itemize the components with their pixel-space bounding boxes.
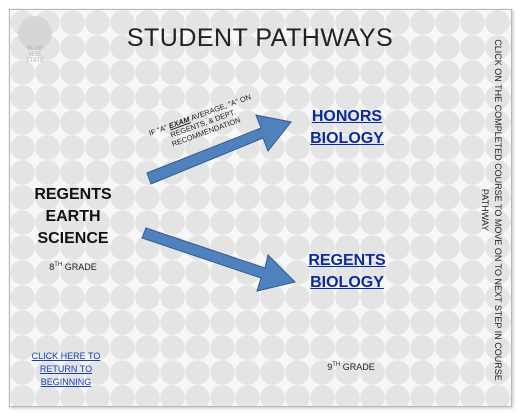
grade-8-label: 8TH GRADE	[28, 262, 118, 272]
regents-biology-link[interactable]: REGENTS BIOLOGY	[302, 250, 392, 294]
honors-biology-line-2: BIOLOGY	[310, 130, 384, 147]
regents-biology-line-1: REGENTS	[308, 252, 386, 269]
back-line-1: CLICK HERE TO	[31, 351, 101, 361]
logo-badge-text: BLUE NSE STATE	[25, 46, 45, 64]
arrow-to-honors	[146, 114, 292, 185]
back-line-2: RETURN TO	[39, 364, 93, 374]
grade-8-number: 8	[49, 262, 55, 272]
slide: BLUE NSE STATE STUDENT PATHWAYS IF "A" E…	[9, 9, 512, 407]
grade-9-label: 9TH GRADE	[306, 362, 396, 372]
grade-9-suffix: TH	[332, 362, 341, 368]
return-to-beginning-link[interactable]: CLICK HERE TO RETURN TO BEGINNING	[24, 350, 108, 389]
logo-badge: BLUE NSE STATE	[18, 16, 52, 64]
back-line-3: BEGINNING	[40, 377, 92, 387]
side-instruction: CLICK ON THE COMPLETED COURSE TO MOVE ON…	[480, 39, 503, 381]
regents-earth-science: REGENTS EARTH SCIENCE	[28, 184, 118, 250]
grade-8-suffix: TH	[54, 262, 63, 268]
honors-biology-line-1: HONORS	[311, 108, 383, 125]
start-line-2: EARTH	[45, 208, 101, 225]
grade-8-word: GRADE	[62, 262, 97, 272]
start-line-1: REGENTS	[34, 186, 112, 203]
start-line-3: SCIENCE	[37, 230, 109, 247]
grade-9-word: GRADE	[340, 362, 375, 372]
pathway-arrows	[141, 114, 296, 292]
grade-9-number: 9	[327, 362, 333, 372]
page-title: STUDENT PATHWAYS	[126, 24, 394, 52]
arrow-to-regents-biology	[141, 227, 296, 292]
honors-biology-link[interactable]: HONORS BIOLOGY	[302, 106, 392, 150]
regents-biology-line-2: BIOLOGY	[310, 274, 384, 291]
